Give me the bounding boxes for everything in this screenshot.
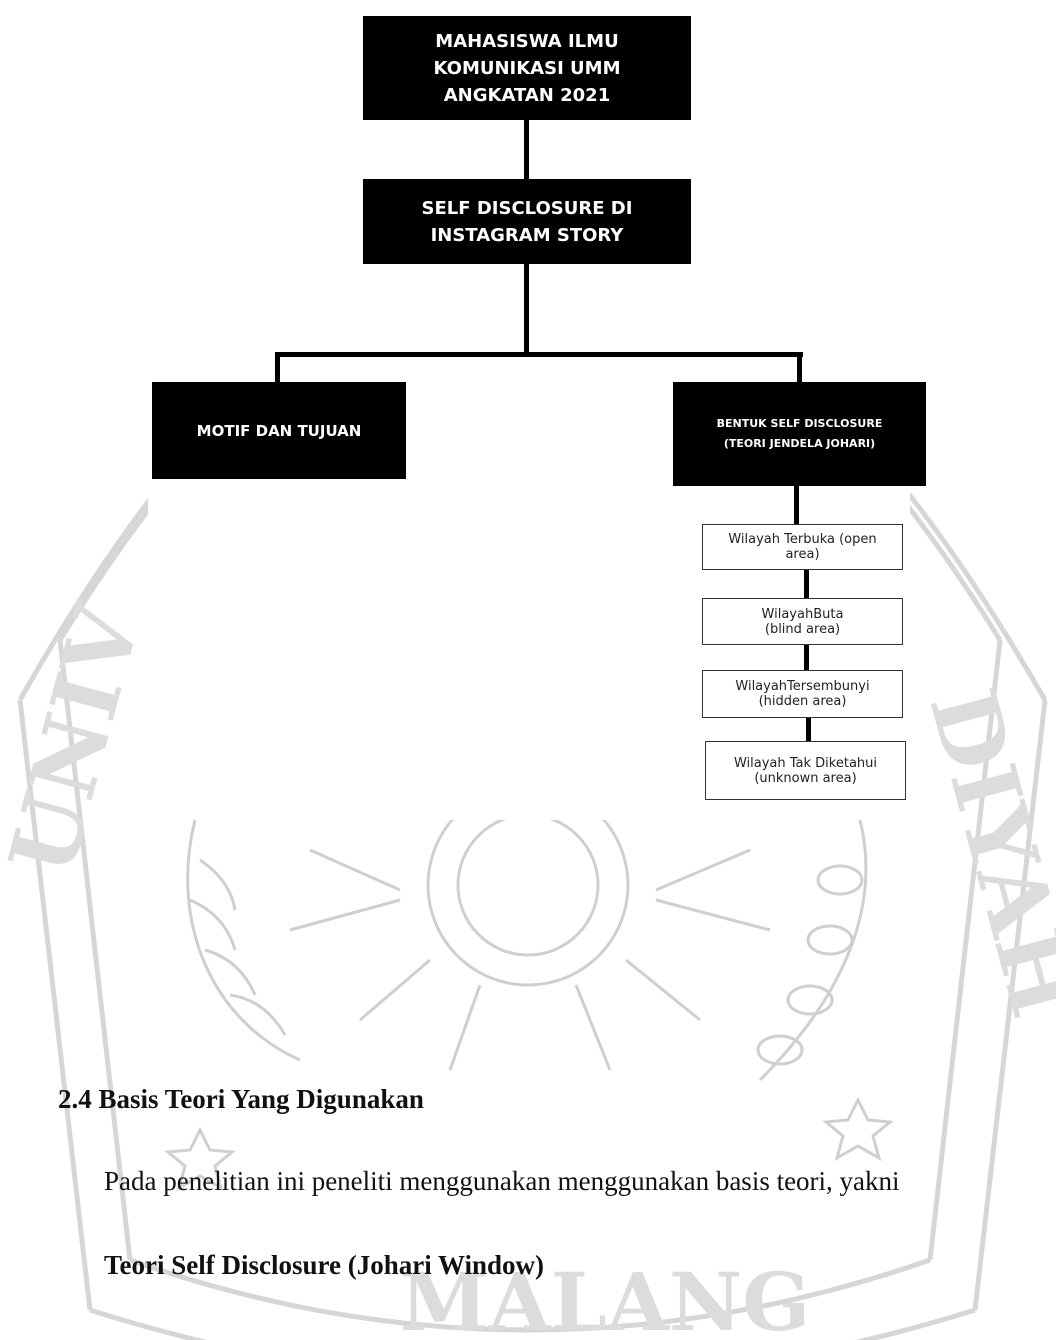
connector-horizontal [275, 352, 803, 357]
connector-root-level2 [524, 120, 529, 180]
bentuk-node: BENTUK SELF DISCLOSURE (TEORI JENDELA JO… [673, 382, 926, 486]
connector-areas-2 [804, 568, 809, 600]
section-heading: 2.4 Basis Teori Yang Digunakan [58, 1084, 424, 1114]
connector-level2-split [524, 264, 529, 356]
root-node: MAHASISWA ILMU KOMUNIKASI UMM ANGKATAN 2… [363, 16, 691, 120]
connector-areas-4 [806, 716, 811, 742]
svg-text:UNIV: UNIV [0, 593, 162, 886]
connector-right-branch [797, 352, 802, 384]
connector-areas-3 [804, 643, 809, 671]
section-paragraph: Pada penelitian ini peneliti menggunakan… [104, 1166, 900, 1196]
svg-text:DIYAH: DIYAH [909, 678, 1056, 1028]
area-blind: WilayahButa (blind area) [702, 598, 903, 645]
area-open: Wilayah Terbuka (open area) [702, 524, 903, 570]
connector-left-branch [275, 352, 280, 384]
svg-text:MALANG: MALANG [400, 1255, 810, 1340]
connector-areas-1 [794, 486, 799, 530]
motif-node: MOTIF DAN TUJUAN [152, 382, 406, 479]
area-unknown: Wilayah Tak Diketahui (unknown area) [705, 741, 906, 800]
self-disclosure-node: SELF DISCLOSURE DI INSTAGRAM STORY [363, 179, 691, 264]
area-hidden: WilayahTersembunyi (hidden area) [702, 670, 903, 718]
section-subheading: Teori Self Disclosure (Johari Window) [104, 1250, 545, 1280]
